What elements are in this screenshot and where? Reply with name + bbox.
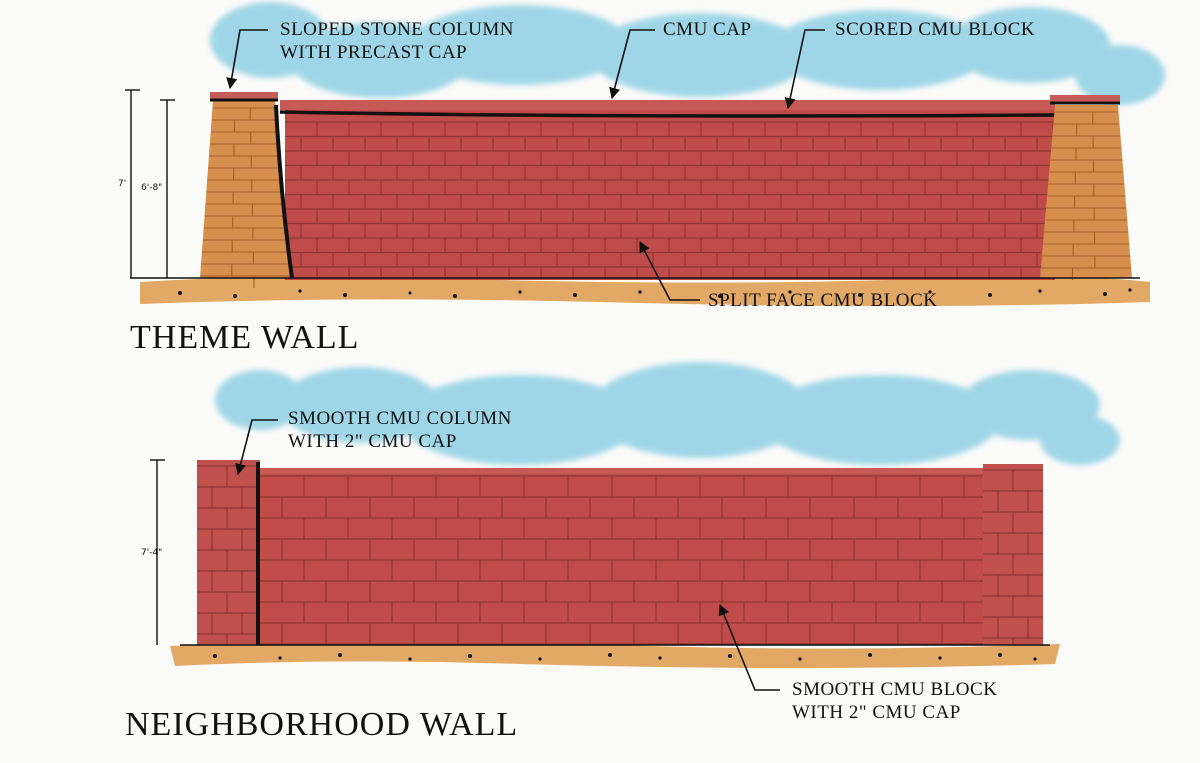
theme-wall-title: THEME WALL	[130, 319, 359, 356]
smooth-cmu-column-callout-line-1: SMOOTH CMU COLUMN	[288, 408, 512, 429]
sloped-stone-column-callout-line-1: SLOPED STONE COLUMN	[280, 19, 514, 40]
neighborhood-wall-panel	[260, 470, 985, 645]
smooth-cmu-block-callout-line-1: SMOOTH CMU BLOCK	[792, 679, 997, 700]
theme-wall-dimensions	[125, 89, 175, 278]
smooth-cmu-column-callout-line-2: WITH 2" CMU CAP	[288, 431, 457, 452]
neighborhood-wall-elevation: 7'-4" SMOOTH CMU COLUMN WITH 2" CMU CAP …	[125, 362, 1120, 743]
theme-wall-elevation: 7' 6'-8" SLOPED STONE COLUMN WITH PRECAS…	[118, 2, 1165, 356]
theme-wall-ground	[140, 276, 1150, 306]
theme-wall-sky	[210, 2, 1165, 105]
neighborhood-right-column	[983, 464, 1043, 645]
theme-wall-callout-leaders	[226, 29, 825, 301]
neighborhood-left-column	[197, 460, 260, 645]
neighborhood-wall-overall-height: 7'-4"	[141, 548, 162, 558]
theme-wall-overall-height: 7'	[118, 179, 126, 189]
theme-wall-panel-height: 6'-8"	[141, 183, 162, 193]
split-face-cmu-block-callout: SPLIT FACE CMU BLOCK	[708, 290, 937, 311]
sloped-stone-column-callout-line-2: WITH PRECAST CAP	[280, 42, 467, 63]
smooth-cmu-block-callout-line-2: WITH 2" CMU CAP	[792, 702, 961, 723]
theme-wall-cap-line	[279, 110, 1056, 118]
neighborhood-wall-dimensions	[150, 459, 165, 645]
theme-wall-cmu-cap	[280, 100, 1055, 110]
neighborhood-wall-callout-leaders	[235, 419, 780, 691]
theme-wall-left-stone-column	[200, 92, 294, 288]
theme-wall-right-stone-column	[1040, 95, 1132, 280]
neighborhood-wall-ground	[170, 642, 1060, 668]
neighborhood-wall-title: NEIGHBORHOOD WALL	[125, 706, 518, 743]
neighborhood-wall-sky	[215, 362, 1120, 465]
cmu-cap-callout: CMU CAP	[663, 19, 752, 40]
neighborhood-wall-cap	[258, 468, 985, 474]
smooth-cmu-courses	[260, 475, 983, 645]
scored-cmu-block-callout: SCORED CMU BLOCK	[835, 19, 1035, 40]
split-face-cmu-courses	[285, 121, 1055, 280]
